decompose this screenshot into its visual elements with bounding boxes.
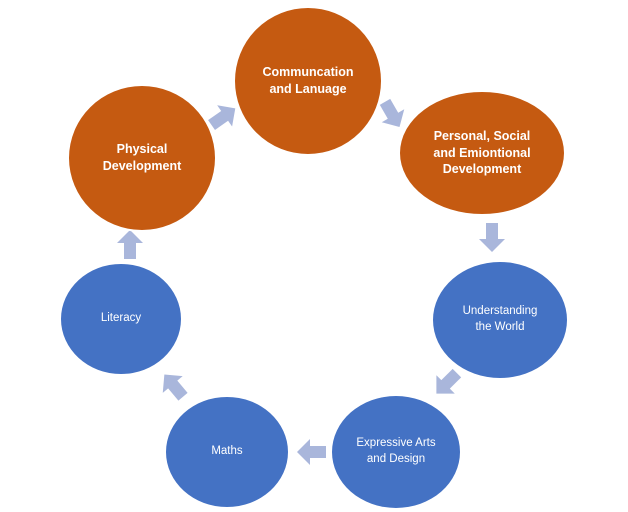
node-understanding-world: Understanding the World [431,260,569,380]
arrow-literacy-to-physical [117,230,143,259]
node-maths-label: Maths [211,445,243,458]
arrow-expressive-to-maths [297,439,326,465]
node-literacy: Literacy [59,262,183,376]
arrow-maths-to-literacy [162,374,188,401]
arrow-understanding-to-expressive [436,368,462,394]
node-communication: Communcation and Lanuage [233,6,383,156]
node-expressive-arts-label: Expressive Arts and Design [356,437,436,465]
node-maths: Maths [164,395,290,509]
node-expressive-arts: Expressive Arts and Design [330,394,462,510]
node-personal-social-emotional-label: Personal, Social and Emiontional Develop… [433,128,531,177]
node-understanding-world-label: Understanding the World [462,305,538,333]
node-physical-development: Physical Development [67,84,217,232]
node-personal-social-emotional: Personal, Social and Emiontional Develop… [398,90,566,216]
node-literacy-label: Literacy [100,312,142,325]
arrow-personal-to-understanding [479,223,505,252]
node-communication-label: Communcation and Lanuage [262,65,354,96]
node-physical-development-label: Physical Development [102,142,182,173]
arrow-physical-to-communication [208,105,236,130]
arrow-communication-to-personal [379,98,405,127]
